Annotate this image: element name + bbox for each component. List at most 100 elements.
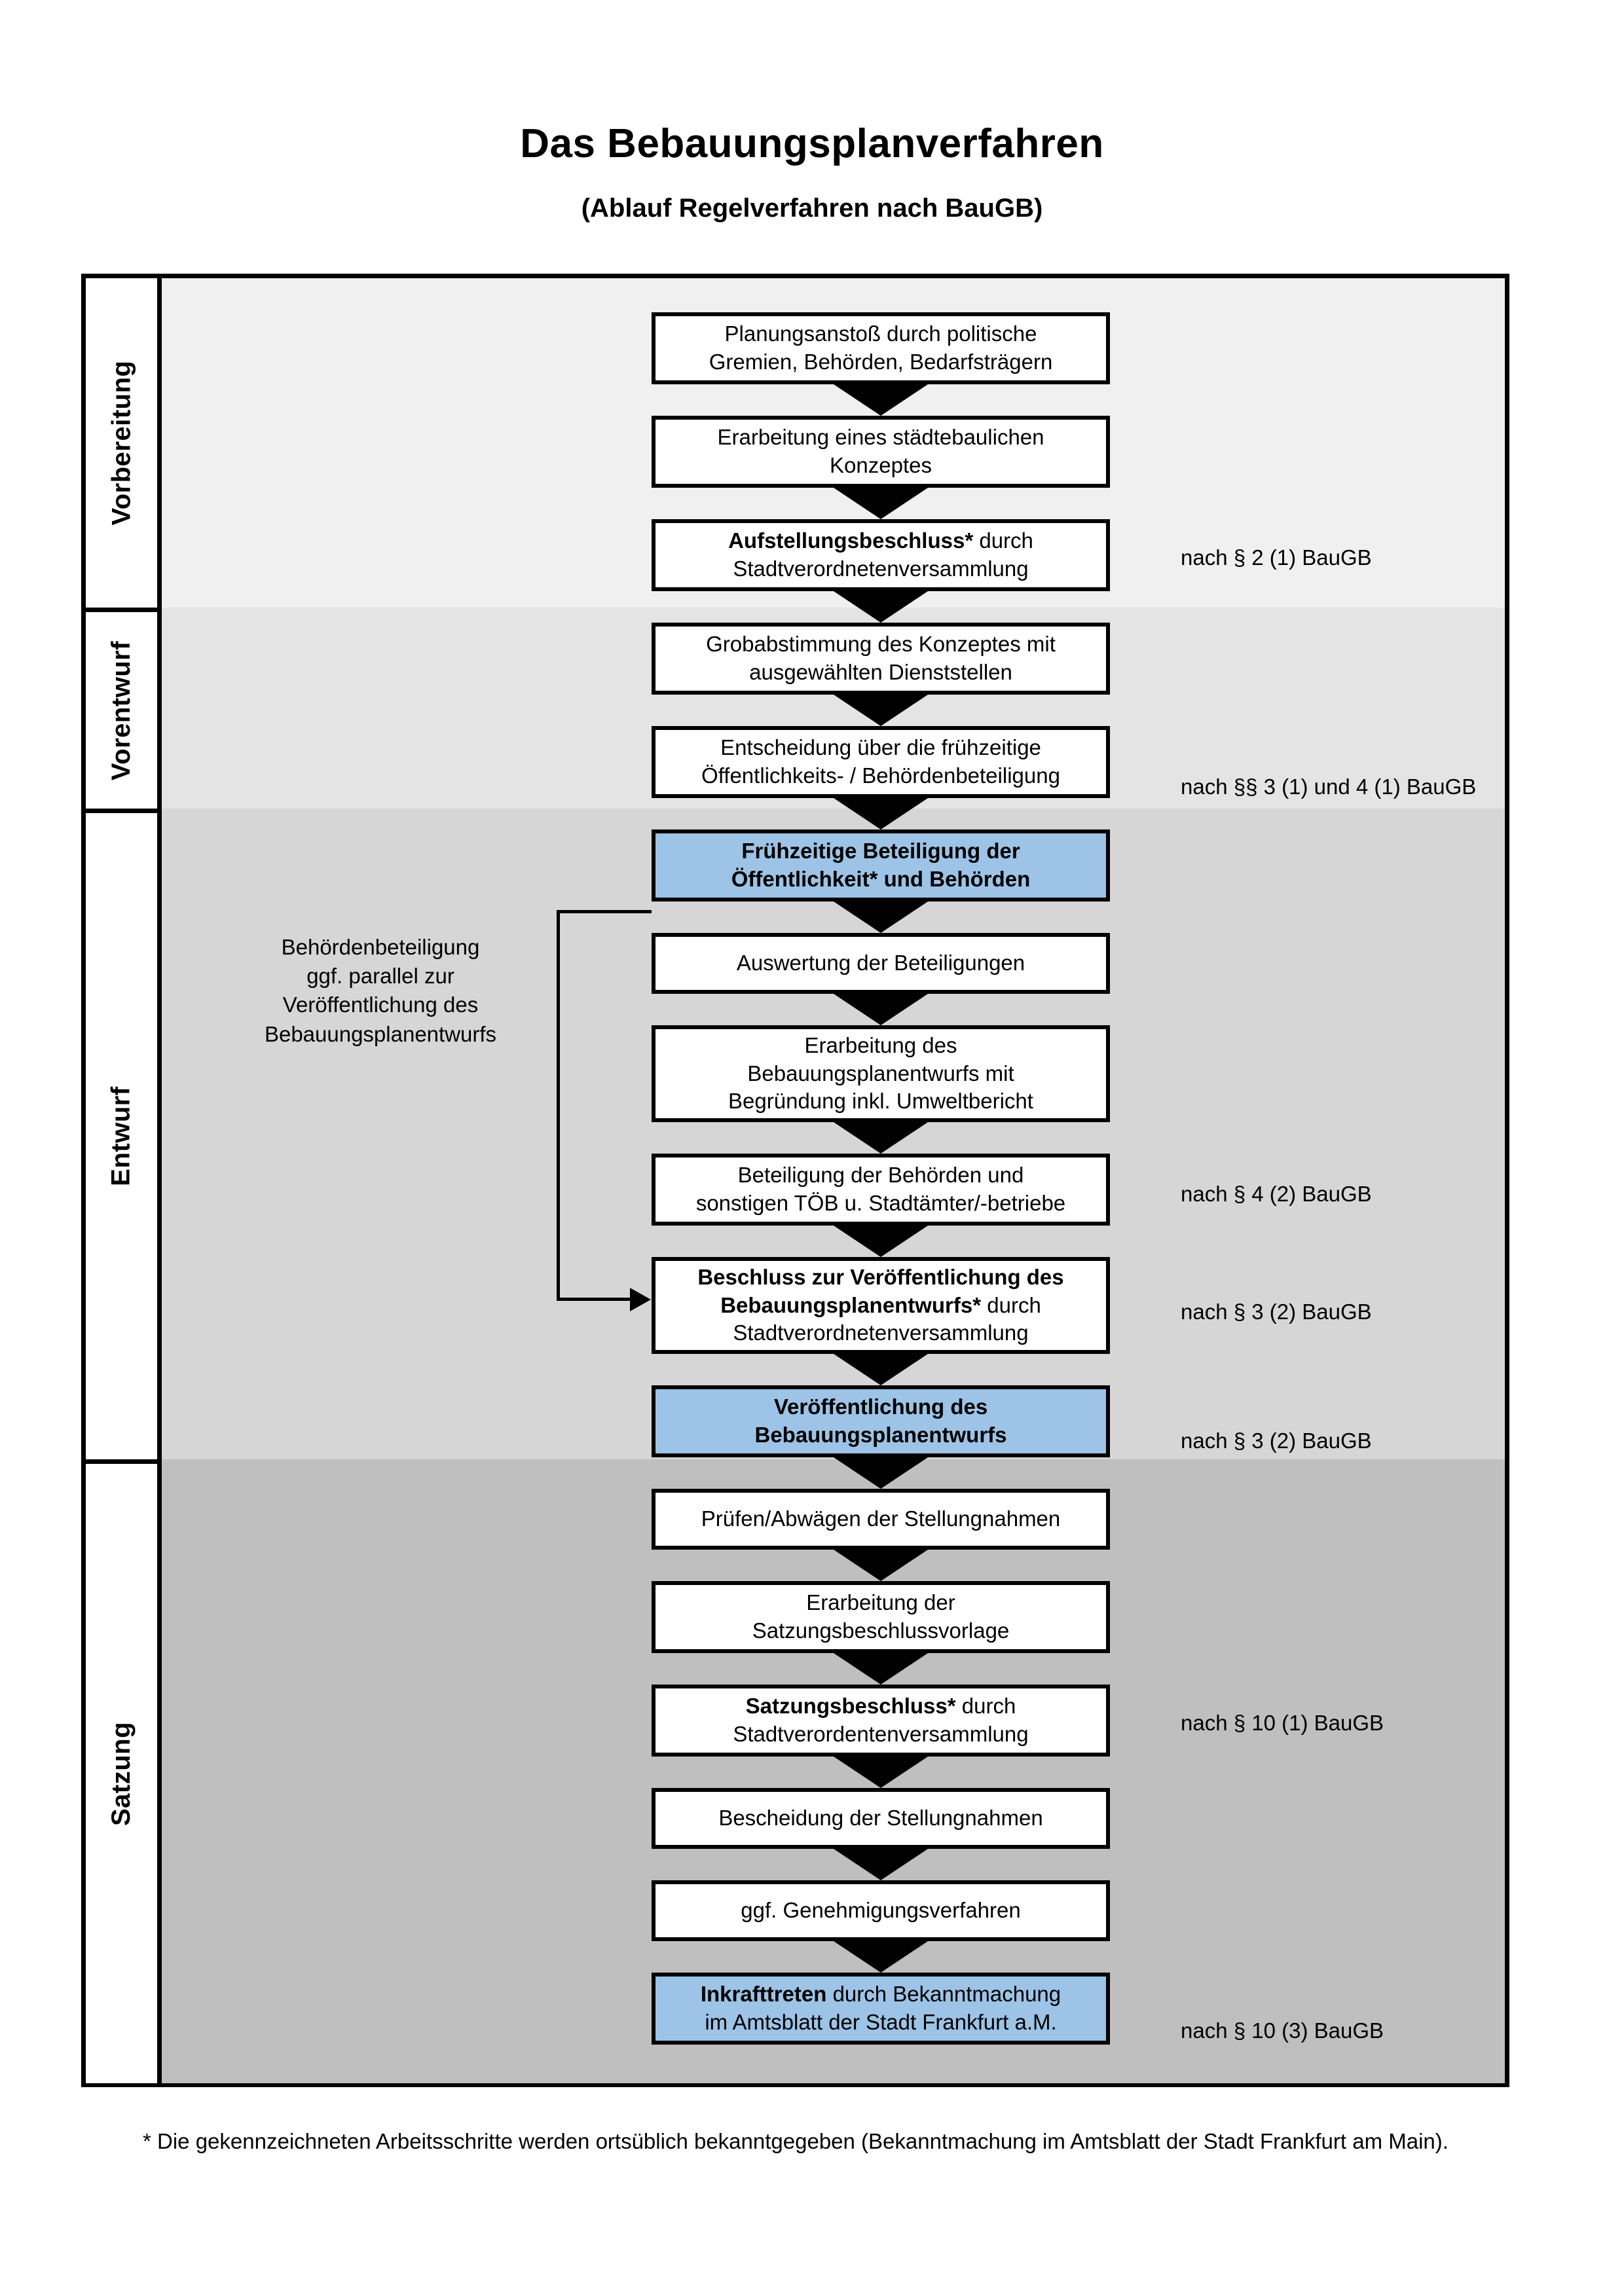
step-rest-first-line: durch xyxy=(973,528,1033,553)
step-line-1: Erarbeitung der xyxy=(806,1590,955,1615)
phase-label-vorbereitung: Vorbereitung xyxy=(86,278,157,608)
legal-ref-par3-2-a: nach § 3 (2) BauGB xyxy=(1181,1300,1372,1324)
step-line-2: Gremien, Behörden, Bedarfsträgern xyxy=(709,350,1053,374)
flow-arrow-5-icon xyxy=(830,795,932,829)
flow-arrow-16-icon xyxy=(830,1939,932,1973)
flow-arrow-3-icon xyxy=(830,589,932,623)
flow-arrow-13-icon xyxy=(830,1650,932,1685)
legal-ref-par3-2-b: nach § 3 (2) BauGB xyxy=(1181,1429,1372,1453)
step-box-fruehzeitige-beteiligung[interactable]: Frühzeitige Beteiligung der Öffentlichke… xyxy=(652,829,1110,902)
flow-arrow-1-icon xyxy=(830,382,932,416)
step-box-grobabstimmung[interactable]: Grobabstimmung des Konzeptes mit ausgewä… xyxy=(652,623,1110,695)
legal-ref-par10-1: nach § 10 (1) BauGB xyxy=(1181,1711,1384,1735)
step-bold-prefix: Aufstellungsbeschluss* xyxy=(728,528,974,553)
flow-arrow-9-icon xyxy=(830,1223,932,1257)
bracket-arrowhead-icon xyxy=(630,1288,651,1311)
step-box-beteiligung-behoerden-toeb[interactable]: Beteiligung der Behörden und sonstigen T… xyxy=(652,1154,1110,1226)
step-box-staedtebau-konzept[interactable]: Erarbeitung eines städtebaulichen Konzep… xyxy=(652,416,1110,488)
bracket-vertical-segment xyxy=(557,910,560,1300)
step-line-1: Grobabstimmung des Konzeptes mit xyxy=(706,632,1056,657)
flow-arrow-4-icon xyxy=(830,692,932,726)
page-header: Das Bebauungsplanverfahren (Ablauf Regel… xyxy=(0,0,1624,223)
step-box-beschluss-veroeffentlichung[interactable]: Beschluss zur Veröffentlichung des Bebau… xyxy=(652,1257,1110,1354)
step-box-planungsanstoss[interactable]: Planungsanstoß durch politische Gremien,… xyxy=(652,312,1110,384)
step-box-veroeffentlichung-bplan-entwurf[interactable]: Veröffentlichung des Bebauungsplanentwur… xyxy=(652,1385,1110,1457)
step-line-1: Entscheidung über die frühzeitige xyxy=(720,735,1041,760)
phase-label-entwurf: Entwurf xyxy=(86,813,157,1459)
phase-divider-2 xyxy=(86,809,162,813)
step-line-1: Frühzeitige Beteiligung der xyxy=(741,839,1020,864)
step-line-3: Begründung inkl. Umweltbericht xyxy=(728,1089,1033,1114)
footnote: * Die gekennzeichneten Arbeitsschritte w… xyxy=(143,2129,1449,2153)
step-box-entscheidung-fruehzeitige[interactable]: Entscheidung über die frühzeitige Öffent… xyxy=(652,726,1110,798)
flowchart-frame: Vorbereitung Vorentwurf Entwurf Satzung … xyxy=(81,274,1509,2087)
phase-label-entwurf-text: Entwurf xyxy=(107,1086,136,1186)
step-line-1: Bescheidung der Stellungnahmen xyxy=(718,1806,1043,1831)
phase-divider-1 xyxy=(86,608,162,612)
step-line-2: Konzeptes xyxy=(830,453,932,477)
step-line-2: sonstigen TÖB u. Stadtämter/-betriebe xyxy=(695,1191,1066,1215)
step-box-satzungsbeschluss[interactable]: Satzungsbeschluss* durch Stadtverordente… xyxy=(652,1685,1110,1757)
legal-ref-par2-1: nach § 2 (1) BauGB xyxy=(1181,545,1372,570)
flow-arrow-15-icon xyxy=(830,1846,932,1880)
step-box-pruefen-abwaegen[interactable]: Prüfen/Abwägen der Stellungnahmen xyxy=(652,1489,1110,1550)
step-box-erarbeitung-satzungsvorlage[interactable]: Erarbeitung der Satzungsbeschlussvorlage xyxy=(652,1581,1110,1653)
sidenote-line-3: Veröffentlichung des xyxy=(282,993,479,1017)
step-rest-first-line: durch Bekanntmachung xyxy=(826,1982,1061,2007)
flow-arrow-12-icon xyxy=(830,1547,932,1581)
phase-divider-3 xyxy=(86,1459,162,1464)
sidenote-behoerdenbeteiligung: Behördenbeteiligung ggf. parallel zur Ve… xyxy=(210,933,551,1049)
sidenote-line-4: Bebauungsplanentwurfs xyxy=(264,1021,497,1046)
step-box-genehmigungsverfahren[interactable]: ggf. Genehmigungsverfahren xyxy=(652,1880,1110,1941)
step-bold-prefix: Inkrafttreten xyxy=(700,1982,827,2007)
step-line-1: Erarbeitung des xyxy=(804,1032,957,1057)
step-line-2: Bebauungsplanentwurfs xyxy=(754,1423,1007,1447)
step-line-1: Prüfen/Abwägen der Stellungnahmen xyxy=(701,1506,1061,1531)
step-box-bescheidung-stellungnahmen[interactable]: Bescheidung der Stellungnahmen xyxy=(652,1788,1110,1849)
step-line-2: Stadtverordentenversammlung xyxy=(733,1722,1029,1746)
flow-arrow-10-icon xyxy=(830,1351,932,1385)
page-title: Das Bebauungsplanverfahren xyxy=(520,121,1104,166)
page-subtitle: (Ablauf Regelverfahren nach BauGB) xyxy=(581,194,1043,223)
sidenote-line-2: ggf. parallel zur xyxy=(306,964,454,989)
step-line-2: Öffentlichkeit* und Behörden xyxy=(731,867,1031,891)
step-line-1: Planungsanstoß durch politische xyxy=(724,321,1037,346)
step-bold-prefix: Beschluss zur Veröffentlichung des Bebau… xyxy=(697,1264,1064,1317)
phase-column-divider xyxy=(157,278,162,2083)
step-line-2: Stadtverordnetenversammlung xyxy=(733,1321,1029,1345)
step-rest-first-line: durch xyxy=(955,1694,1016,1719)
flow-arrow-7-icon xyxy=(830,991,932,1025)
legal-ref-par3-1-4-1: nach §§ 3 (1) und 4 (1) BauGB xyxy=(1181,774,1477,799)
sidenote-line-1: Behördenbeteiligung xyxy=(281,935,480,959)
phase-label-vorentwurf: Vorentwurf xyxy=(86,612,157,809)
bracket-top-segment xyxy=(557,910,652,913)
step-line-1: Beteiligung der Behörden und xyxy=(737,1163,1024,1188)
step-line-2: Bebauungsplanentwurfs mit xyxy=(747,1061,1014,1085)
legal-ref-par4-2: nach § 4 (2) BauGB xyxy=(1181,1182,1372,1206)
step-box-erarbeitung-bplan-entwurf[interactable]: Erarbeitung des Bebauungsplanentwurfs mi… xyxy=(652,1025,1110,1122)
step-bold-prefix: Satzungsbeschluss* xyxy=(745,1694,956,1719)
phase-label-satzung-text: Satzung xyxy=(107,1721,136,1826)
step-line-2: im Amtsblatt der Stadt Frankfurt a.M. xyxy=(705,2010,1057,2034)
step-box-inkrafttreten[interactable]: Inkrafttreten durch Bekanntmachung im Am… xyxy=(652,1973,1110,2045)
flow-arrow-2-icon xyxy=(830,485,932,519)
flow-arrow-11-icon xyxy=(830,1455,932,1489)
legal-ref-par10-3: nach § 10 (3) BauGB xyxy=(1181,2018,1384,2043)
bracket-bottom-segment xyxy=(557,1298,630,1301)
step-line-1: Auswertung der Beteiligungen xyxy=(736,951,1025,975)
step-box-aufstellungsbeschluss[interactable]: Aufstellungsbeschluss* durch Stadtverord… xyxy=(652,519,1110,591)
step-line-2: ausgewählten Dienststellen xyxy=(749,660,1012,684)
flow-arrow-6-icon xyxy=(830,899,932,933)
step-rest-first-line: durch xyxy=(981,1292,1041,1317)
phase-label-vorentwurf-text: Vorentwurf xyxy=(107,640,136,780)
step-line-1: Veröffentlichung des xyxy=(773,1394,988,1419)
step-line-2: Stadtverordnetenversammlung xyxy=(733,556,1029,581)
step-line-1: ggf. Genehmigungsverfahren xyxy=(741,1898,1021,1923)
step-box-auswertung-beteiligungen[interactable]: Auswertung der Beteiligungen xyxy=(652,933,1110,994)
flow-arrow-14-icon xyxy=(830,1754,932,1788)
flow-arrow-8-icon xyxy=(830,1120,932,1154)
phase-label-vorbereitung-text: Vorbereitung xyxy=(107,360,136,526)
step-line-1: Erarbeitung eines städtebaulichen xyxy=(717,425,1044,450)
step-line-2: Öffentlichkeits- / Behördenbeteiligung xyxy=(701,763,1060,788)
step-line-2: Satzungsbeschlussvorlage xyxy=(752,1618,1010,1643)
